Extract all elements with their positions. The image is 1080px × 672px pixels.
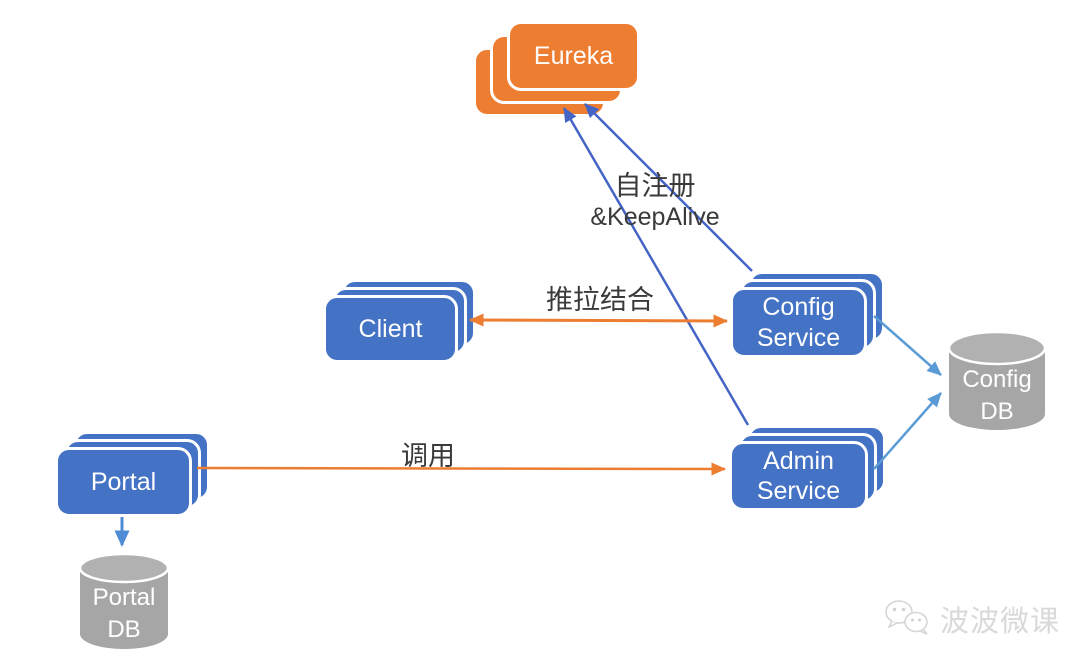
call-label: 调用: [401, 441, 455, 471]
self-register-label-cn: 自注册: [614, 171, 696, 201]
self-register-label: 自注册 &KeepAlive: [530, 164, 780, 232]
config-service-stack-layer-front: Config Service: [730, 287, 867, 358]
cylinder-shape: [947, 330, 1047, 430]
client-stack-layer-front: Client: [323, 295, 458, 363]
eureka-stack-layer-front: Eureka: [507, 21, 640, 91]
wechat-icon: [885, 600, 928, 635]
push-pull-label: 推拉结合: [546, 285, 654, 315]
config-service-label: Config Service: [756, 293, 841, 352]
admin-service-node: Admin Service: [729, 425, 886, 511]
portal-db-cylinder: Portal DB: [78, 552, 170, 650]
client-label: Client: [358, 314, 423, 343]
self-register-label-en: &KeepAlive: [590, 203, 720, 231]
admin-service-label: Admin Service: [756, 446, 841, 506]
edge-admin-service-to-eureka: [562, 107, 750, 426]
portal-label: Portal: [90, 467, 157, 496]
portal-db-label: Portal DB: [92, 584, 156, 643]
config-db-label: Config DB: [962, 366, 1032, 425]
admin-service-stack-layer-front: Admin Service: [729, 441, 868, 511]
eureka-node: Eureka: [473, 21, 640, 117]
watermark: 波波微课: [884, 596, 1060, 642]
portal-stack-layer-front: Portal: [55, 447, 192, 517]
watermark-text: 波波微课: [940, 606, 1061, 638]
client-node: Client: [323, 279, 476, 363]
cylinder-shape: [78, 552, 170, 649]
eureka-label: Eureka: [533, 41, 614, 70]
edge-client-config-service-bidirectional: [469, 313, 728, 328]
portal-node: Portal: [55, 431, 210, 517]
config-db-cylinder: Config DB: [947, 330, 1047, 432]
config-service-node: Config Service: [730, 271, 885, 358]
